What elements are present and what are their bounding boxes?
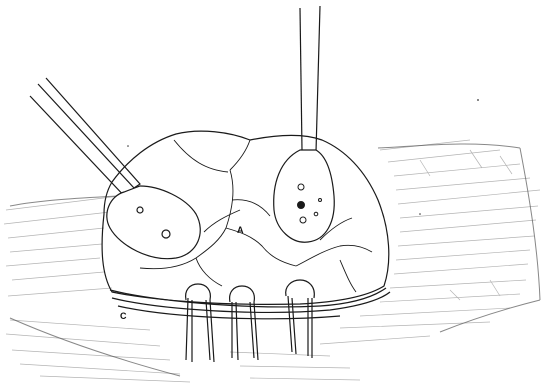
clamp-left [186,284,214,362]
clamp-middle [230,286,258,360]
clamp-right [286,280,315,358]
label-c: C [120,312,127,321]
drape-outline [10,144,540,376]
left-retractor [30,78,200,259]
drape-shading [4,140,540,382]
label-a: A [237,226,244,235]
